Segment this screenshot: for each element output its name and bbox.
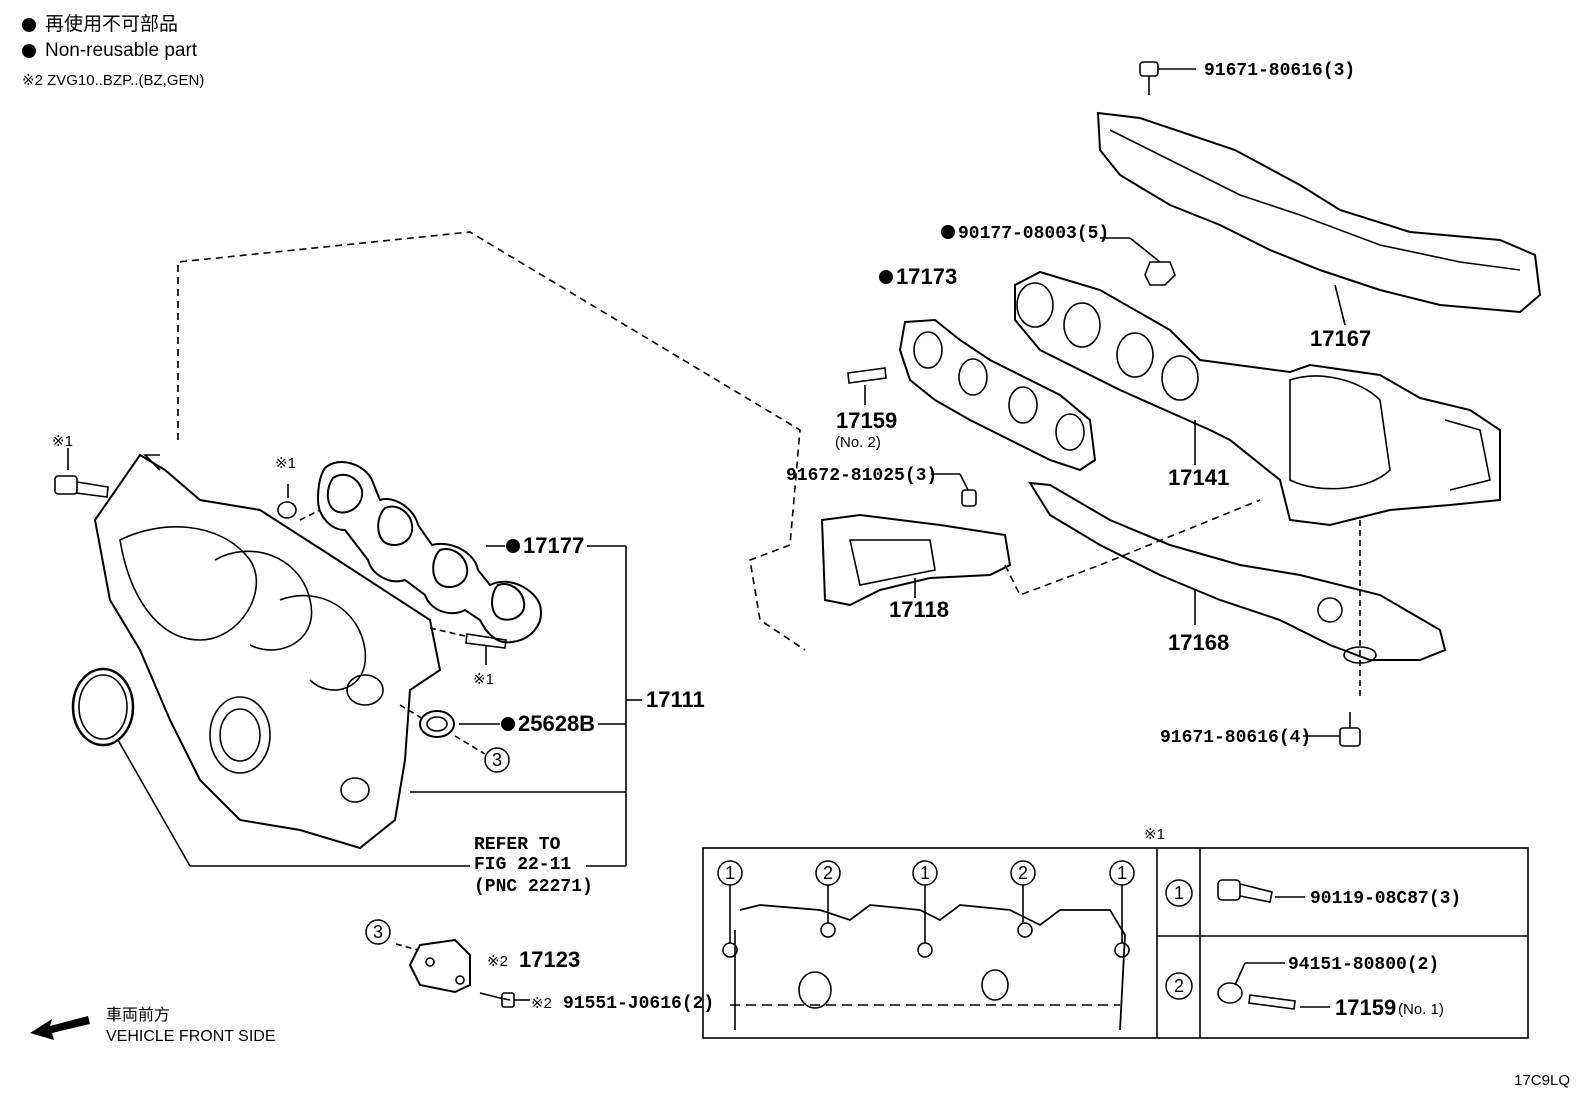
svg-text:2: 2 <box>823 863 833 883</box>
inset-row-marker-2: 2 <box>1165 972 1193 1000</box>
heat-insulator-17168-shape <box>1028 481 1447 661</box>
callout-90177-08003: 90177-08003(5) <box>958 224 1109 244</box>
front-en-label: VEHICLE FRONT SIDE <box>106 1028 276 1045</box>
legend-row-jp: 再使用不可部品 <box>22 12 204 38</box>
legend-note-x2: ※2 ZVG10..BZP..(BZ,GEN) <box>22 72 205 89</box>
inset-marker-1-a: 1 <box>717 860 743 886</box>
callout-17177: 17177 <box>523 533 584 558</box>
inset-row2-part-a: 94151-80800(2) <box>1288 955 1439 975</box>
callout-91671-80616-bottom: 91671-80616(4) <box>1160 728 1311 748</box>
gasket-17177-shape <box>316 461 542 644</box>
callout-17168: 17168 <box>1168 630 1229 655</box>
callout-91671-80616-top: 91671-80616(3) <box>1204 61 1355 81</box>
callout-17159-no2: 17159 <box>836 408 897 433</box>
callout-17118: 17118 <box>889 597 949 622</box>
gasket-17173-shape <box>898 318 1097 472</box>
bracket-17118-shape <box>820 513 1012 607</box>
intake-manifold-shape <box>93 453 442 850</box>
mark-x1-c: ※1 <box>473 671 494 688</box>
callout-17123: 17123 <box>519 947 580 972</box>
svg-text:2: 2 <box>1018 863 1028 883</box>
heat-insulator-17167-shape <box>1096 111 1542 314</box>
svg-text:1: 1 <box>920 863 930 883</box>
non-reusable-dot-icon <box>501 717 515 731</box>
legend: 再使用不可部品 Non-reusable part ※2 ZVG10..BZP.… <box>22 12 204 94</box>
mark-x1-a: ※1 <box>52 433 73 450</box>
exhaust-manifold-17141-shape <box>1014 270 1501 527</box>
legend-row-en: Non-reusable part <box>22 38 204 64</box>
callout-25628b: 25628B <box>518 711 595 736</box>
inset-box <box>702 847 1529 1039</box>
inset-row1-part: 90119-08C87(3) <box>1310 889 1461 909</box>
inset-row2-part-b-note: (No. 1) <box>1398 1001 1444 1018</box>
svg-text:1: 1 <box>1174 883 1184 903</box>
callout-17111: 17111 <box>646 687 705 712</box>
inset-title: ※1 <box>1144 826 1165 843</box>
svg-text:3: 3 <box>492 750 502 770</box>
mark-x2-b: ※2 <box>531 995 552 1012</box>
refer-to-line3: (PNC 22271) <box>474 877 593 897</box>
inset-marker-2-b: 2 <box>1010 860 1036 886</box>
non-reusable-dot-icon <box>506 539 520 553</box>
vehicle-front-indicator: 車両前方 VEHICLE FRONT SIDE <box>30 1005 276 1047</box>
callout-91672-81025: 91672-81025(3) <box>786 466 937 486</box>
circle-marker-3-a: 3 <box>484 747 510 773</box>
front-jp-label: 車両前方 <box>106 1007 171 1024</box>
engine-outline <box>177 231 806 651</box>
inset-marker-1-b: 1 <box>912 860 938 886</box>
mark-x2-a: ※2 <box>487 953 508 970</box>
o-ring-25628b <box>71 667 135 747</box>
refer-to-line1: REFER TO <box>474 835 561 855</box>
svg-text:2: 2 <box>1174 976 1184 996</box>
inset-marker-1-c: 1 <box>1109 860 1135 886</box>
legend-en-text: Non-reusable part <box>45 40 198 61</box>
callout-91551-j0616: 91551-J0616(2) <box>563 994 714 1014</box>
front-arrow-icon <box>30 1016 90 1040</box>
svg-text:1: 1 <box>725 863 735 883</box>
bullet-dot-icon <box>22 18 36 32</box>
bullet-dot-icon <box>22 44 36 58</box>
image-code: 17C9LQ <box>1514 1072 1570 1089</box>
callout-17167: 17167 <box>1310 326 1371 351</box>
callout-no2-note: (No. 2) <box>835 434 881 451</box>
refer-to-line2: FIG 22-11 <box>474 855 571 875</box>
callout-17141: 17141 <box>1168 465 1229 490</box>
non-reusable-dot-icon <box>879 270 893 284</box>
mark-x1-b: ※1 <box>275 455 296 472</box>
svg-text:1: 1 <box>1117 863 1127 883</box>
callout-17173: 17173 <box>896 264 957 289</box>
inset-row2-part-b: 17159 <box>1335 995 1396 1020</box>
svg-text:3: 3 <box>373 922 383 942</box>
inset-marker-2-a: 2 <box>815 860 841 886</box>
inset-row-marker-1: 1 <box>1165 879 1193 907</box>
non-reusable-dot-icon <box>941 225 955 239</box>
plate-17123-shape <box>408 938 471 994</box>
circle-marker-3-b: 3 <box>365 919 391 945</box>
legend-jp-text: 再使用不可部品 <box>45 14 179 35</box>
